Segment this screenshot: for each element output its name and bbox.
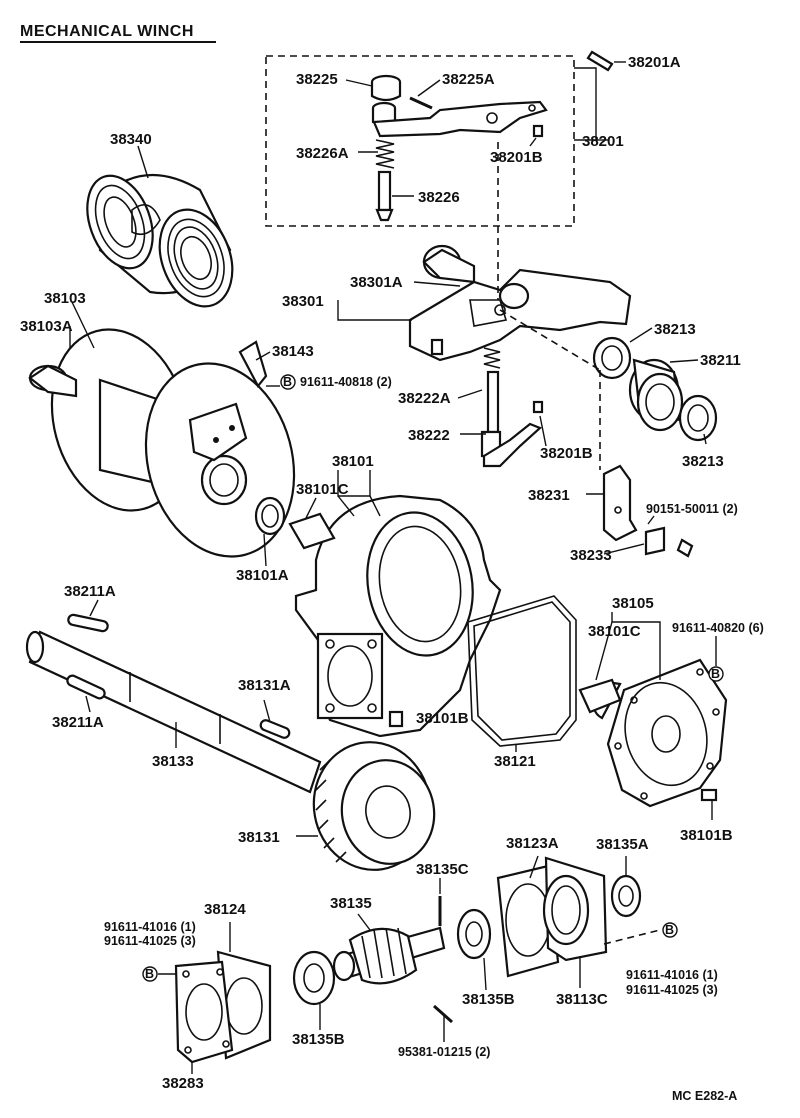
gear-housing-38101: [294, 494, 502, 738]
housing-38113C: [496, 856, 642, 978]
label-38201: 38201: [582, 133, 624, 150]
label-38225A: 38225A: [442, 71, 495, 88]
label-38226: 38226: [418, 189, 460, 206]
label-38101A: 38101A: [236, 567, 289, 584]
label-38124: 38124: [204, 901, 246, 918]
label-38131A: 38131A: [238, 677, 291, 694]
label-38103: 38103: [44, 290, 86, 307]
assembly-box: [265, 55, 575, 227]
worm-gear-38131: [312, 741, 436, 871]
label-91611-41025-left: 91611-41025 (3): [104, 934, 196, 948]
label-38211A-top: 38211A: [64, 583, 116, 600]
part-labels: 38201A 38225 38225A 38226A 38201B 38201 …: [20, 54, 764, 1092]
label-38222: 38222: [408, 427, 450, 444]
bracket-38143: [238, 340, 268, 388]
bracket-housing-38301: [408, 244, 632, 362]
label-38135A: 38135A: [596, 836, 649, 853]
label-38231: 38231: [528, 487, 570, 504]
marker-letter: B: [711, 667, 720, 681]
marker-letter: B: [283, 375, 292, 389]
label-38301: 38301: [282, 293, 324, 310]
label-38101B-mid: 38101B: [416, 710, 469, 727]
label-38211: 38211: [700, 352, 741, 369]
label-38103A: 38103A: [20, 318, 73, 335]
label-38101: 38101: [332, 453, 374, 470]
bolt-38101B-right: [700, 788, 718, 802]
label-38123A: 38123A: [506, 835, 559, 852]
label-38233: 38233: [570, 547, 612, 564]
clutch-38211: [592, 336, 718, 442]
label-90151-50011: 90151-50011 (2): [646, 502, 738, 516]
label-38105: 38105: [612, 595, 654, 612]
label-38121: 38121: [494, 753, 536, 770]
label-38225: 38225: [296, 71, 338, 88]
dashed-link-1: [499, 309, 601, 371]
label-38222A: 38222A: [398, 390, 451, 407]
label-38213-bot: 38213: [682, 453, 724, 470]
label-91611-40818: 91611-40818 (2): [300, 375, 392, 389]
worm-shaft-38135: [332, 896, 446, 985]
label-38226A: 38226A: [296, 145, 349, 162]
label-38135B-right: 38135B: [462, 991, 515, 1008]
shaft-38133: [25, 613, 322, 794]
marker-91611-40818: [280, 374, 296, 390]
end-cover-38283: [174, 950, 272, 1064]
label-38113C: 38113C: [556, 991, 608, 1008]
label-38135C: 38135C: [416, 861, 469, 878]
label-38135: 38135: [330, 895, 372, 912]
marker-91611-40820: [708, 666, 724, 682]
diagram-title: MECHANICAL WINCH: [20, 23, 194, 40]
gasket-38121: [467, 595, 577, 747]
label-38301A: 38301A: [350, 274, 403, 291]
label-38101C-top: 38101C: [296, 481, 349, 498]
label-91611-41025-right: 91611-41025 (3): [626, 983, 718, 997]
label-38340: 38340: [110, 131, 152, 148]
label-38211A-bot: 38211A: [52, 714, 104, 731]
label-91611-41016-left: 91611-41016 (1): [104, 920, 196, 934]
label-38101C-right: 38101C: [588, 623, 641, 640]
label-38133: 38133: [152, 753, 194, 770]
label-38283: 38283: [162, 1075, 204, 1092]
label-91611-40820: 91611-40820 (6): [672, 621, 764, 635]
marker-letter: B: [145, 967, 154, 981]
label-38201B-top: 38201B: [490, 149, 543, 166]
pin-38201A: [586, 50, 614, 72]
diagram-code: MC E282-A: [672, 1089, 737, 1103]
label-38213-top: 38213: [654, 321, 696, 338]
bolt-38101B-mid: [388, 710, 404, 728]
label-91611-41016-right: 91611-41016 (1): [626, 968, 718, 982]
cable-drum-38340: [86, 174, 234, 308]
label-38143: 38143: [272, 343, 314, 360]
label-38101B-right: 38101B: [680, 827, 733, 844]
label-38201A: 38201A: [628, 54, 681, 71]
cover-38105: [578, 658, 728, 808]
label-38135B-left: 38135B: [292, 1031, 345, 1048]
shift-rod-38222: [480, 347, 544, 468]
bracket-38231: [602, 464, 694, 558]
label-38201B-mid: 38201B: [540, 445, 593, 462]
marker-letter: B: [665, 923, 674, 937]
label-95381-01215: 95381-01215 (2): [398, 1045, 490, 1059]
label-38131: 38131: [238, 829, 280, 846]
marker-91611-41016-left: [142, 966, 158, 982]
pin-95381: [433, 1004, 453, 1024]
marker-91611-41016-right: [662, 922, 678, 938]
lever-assembly-38201: [265, 55, 575, 227]
